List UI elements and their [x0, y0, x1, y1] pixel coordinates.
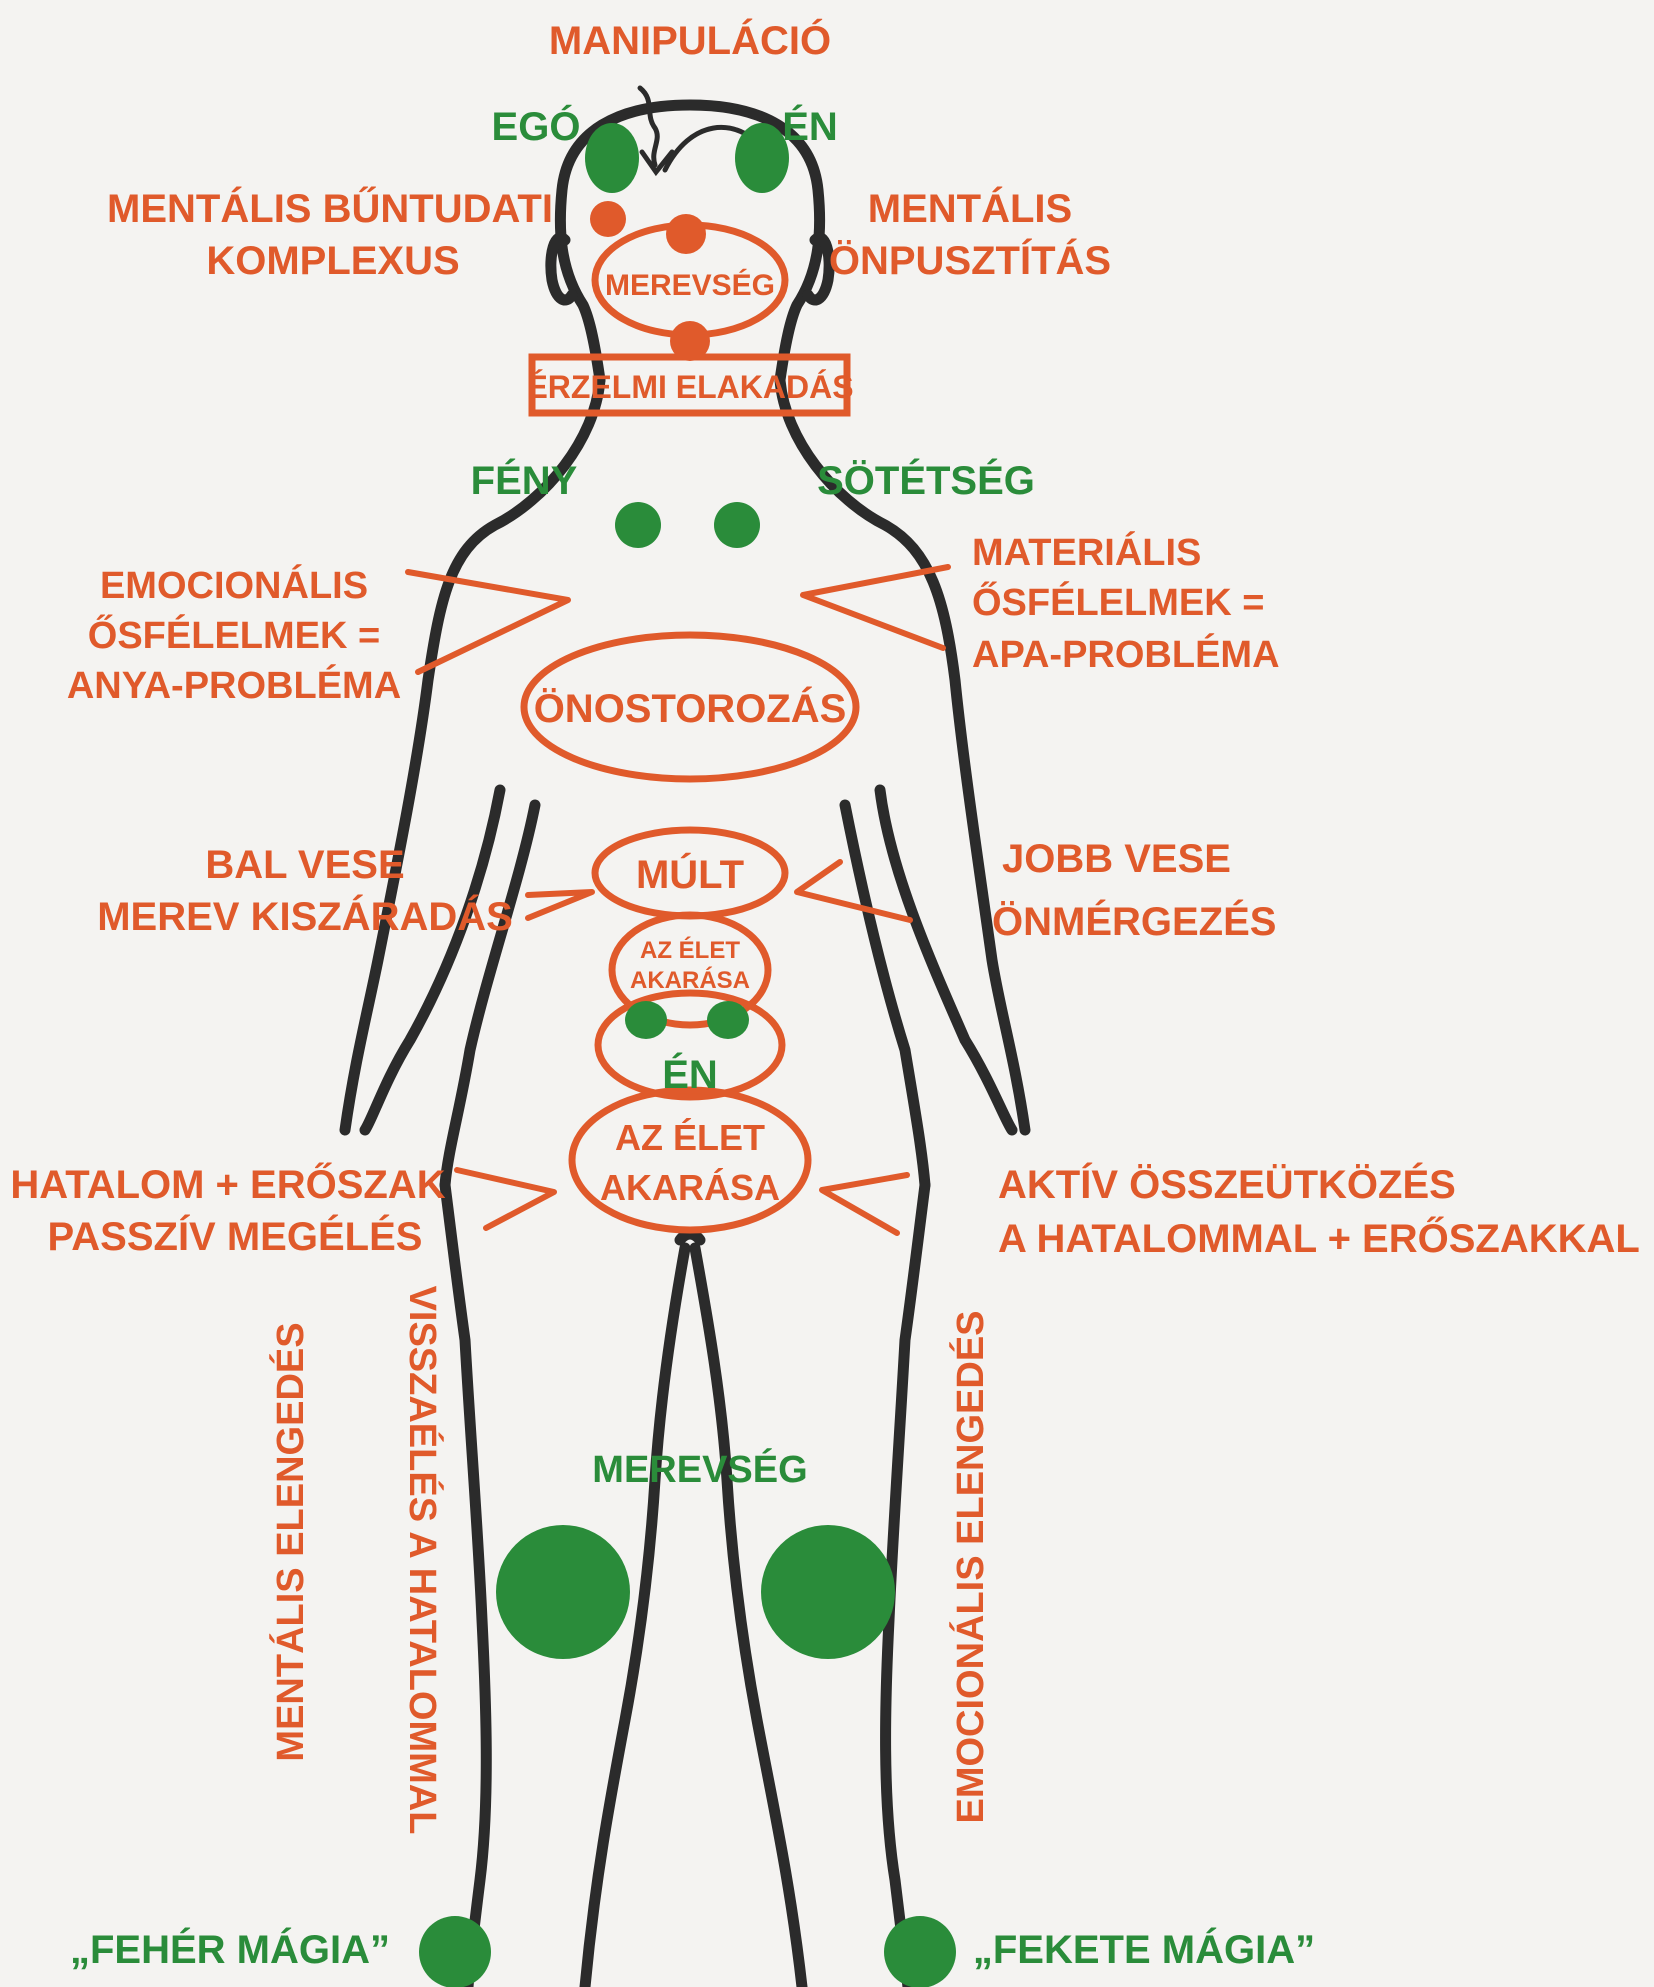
label-sotetseg: SÖTÉTSÉG: [817, 458, 1035, 503]
label-elet-akarasa-small-1: AZ ÉLET: [640, 936, 740, 964]
orange-dot-chin: [670, 321, 710, 361]
label-mult: MÚLT: [636, 851, 744, 897]
label-manipulacio: MANIPULÁCIÓ: [549, 17, 831, 63]
label-aktiv-2: A HATALOMMAL + ERŐSZAKKAL: [998, 1215, 1640, 1261]
label-bal-vese-2: MEREV KISZÁRADÁS: [97, 894, 513, 939]
crotch: [680, 1234, 700, 1240]
label-feher-magia: „FEHÉR MÁGIA”: [70, 1927, 390, 1972]
label-elet-akarasa-large-2: AKARÁSA: [600, 1167, 780, 1208]
orange-dot-left-temple: [590, 201, 626, 237]
left-leg-outer: [445, 1185, 486, 1987]
label-materialis-3: APA-PROBLÉMA: [972, 632, 1280, 676]
green-dot-left-hand: [419, 1916, 491, 1987]
pointer-bal-vese: [528, 892, 592, 918]
label-emocionalis-elengedes: EMOCIONÁLIS ELENGEDÉS: [948, 1310, 992, 1823]
label-elet-akarasa-large-1: AZ ÉLET: [615, 1117, 765, 1158]
label-hatalom-2: PASSZÍV MEGÉLÉS: [48, 1214, 423, 1259]
left-torso: [365, 790, 500, 1130]
green-dot-ego: [585, 123, 639, 193]
label-feny: FÉNY: [471, 458, 578, 503]
label-emocionalis-2: ŐSFÉLELMEK =: [88, 613, 380, 657]
label-onostorozas: ÖNOSTOROZÁS: [534, 686, 847, 731]
label-merevseg-head: MEREVSÉG: [605, 268, 775, 302]
label-en-belly: ÉN: [662, 1052, 718, 1097]
green-dot-belly-left: [625, 1001, 667, 1039]
green-dot-feny: [615, 502, 661, 548]
label-fekete-magia: „FEKETE MÁGIA”: [973, 1927, 1315, 1972]
orange-dot-forehead: [666, 214, 706, 254]
label-bal-vese-1: BAL VESE: [205, 843, 404, 887]
green-dot-right-knee: [761, 1525, 895, 1659]
elet-akarasa-large-ellipse: [572, 1090, 808, 1230]
label-emocionalis-1: EMOCIONÁLIS: [100, 563, 368, 607]
pointer-hatalom: [457, 1170, 554, 1228]
pointer-aktiv: [822, 1175, 907, 1233]
label-aktiv-1: AKTÍV ÖSSZEÜTKÖZÉS: [998, 1162, 1456, 1207]
label-mentalis-buntudati-2: KOMPLEXUS: [206, 239, 459, 283]
label-mentalis-elengedes: MENTÁLIS ELENGEDÉS: [268, 1322, 312, 1761]
green-dot-right-hand: [884, 1916, 956, 1987]
label-materialis-2: ŐSFÉLELMEK =: [972, 580, 1264, 624]
label-hatalom-1: HATALOM + ERŐSZAK: [10, 1161, 445, 1207]
label-jobb-vese-2: ÖNMÉRGEZÉS: [992, 899, 1276, 944]
green-dot-left-knee: [496, 1525, 630, 1659]
right-arm-inner: [845, 805, 925, 1185]
label-materialis-1: MATERIÁLIS: [972, 530, 1201, 574]
label-merevseg-knees: MEREVSÉG: [592, 1447, 807, 1491]
green-dot-en: [735, 123, 789, 193]
green-dot-sotetseg: [714, 502, 760, 548]
label-visszaeles: VISSZAÉLÉS A HATALOMMAL: [401, 1286, 445, 1835]
green-dot-belly-right: [707, 1001, 749, 1039]
label-mentalis-buntudati-1: MENTÁLIS BŰNTUDATI: [107, 185, 553, 231]
label-en-top: ÉN: [782, 104, 838, 149]
label-mentalis-onpusztitas-2: ÖNPUSZTÍTÁS: [829, 238, 1111, 283]
left-arm-inner: [445, 805, 535, 1185]
label-jobb-vese-1: JOBB VESE: [1002, 837, 1231, 881]
label-elet-akarasa-small-2: AKARÁSA: [630, 966, 750, 994]
label-erzelmi-elakadas: ÉRZELMI ELAKADÁS: [526, 369, 853, 405]
label-ego: EGÓ: [492, 103, 581, 149]
label-emocionalis-3: ANYA-PROBLÉMA: [67, 663, 401, 707]
label-mentalis-onpusztitas-1: MENTÁLIS: [868, 186, 1072, 231]
